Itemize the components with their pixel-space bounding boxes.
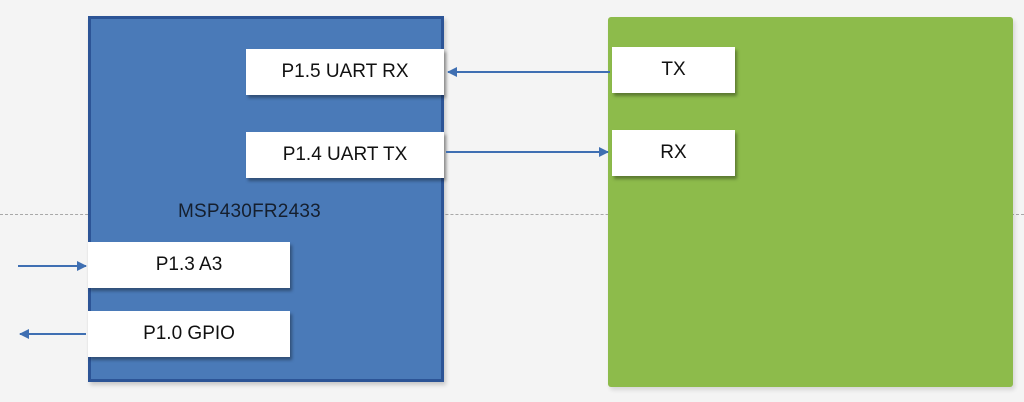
pin-a3: P1.3 A3 (88, 242, 290, 288)
mcu-label: MSP430FR2433 (178, 201, 321, 222)
separator-line (0, 214, 1024, 215)
pin-gpio: P1.0 GPIO (88, 311, 290, 357)
peer-pin-rx: RX (612, 130, 735, 176)
pin-uart-tx: P1.4 UART TX (246, 132, 444, 178)
pin-uart-rx: P1.5 UART RX (246, 49, 444, 95)
peer-pin-tx: TX (612, 47, 735, 93)
